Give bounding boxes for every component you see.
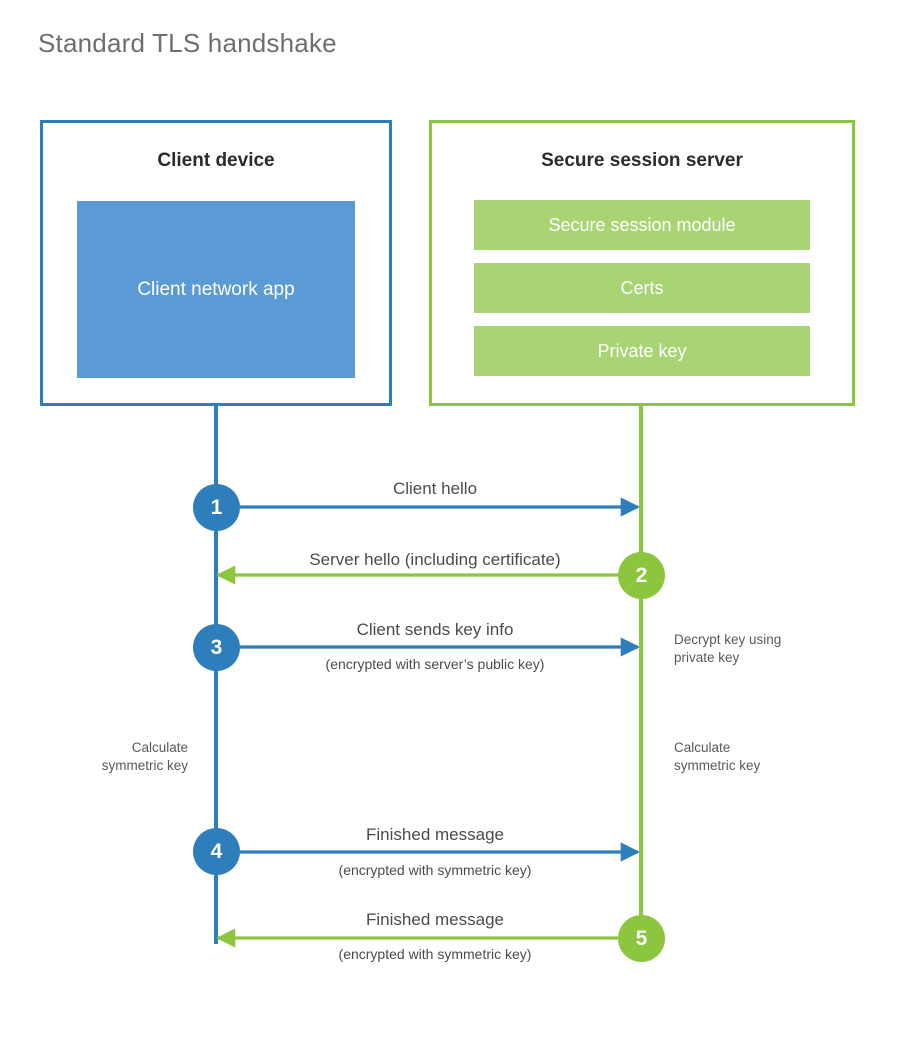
step-3-label: Client sends key info [356, 620, 514, 639]
client-device-box: Client device Client network app [40, 120, 392, 406]
step-2-label: Server hello (including certificate) [309, 550, 561, 569]
step-5-sublabel: (encrypted with symmetric key) [338, 946, 532, 962]
client-network-app-block: Client network app [77, 201, 355, 378]
note-server-calculate-symmetric-key: Calculate symmetric key [674, 740, 761, 773]
client-device-title: Client device [157, 150, 275, 171]
step-4-sublabel: (encrypted with symmetric key) [338, 862, 532, 878]
client-lifeline [214, 403, 218, 944]
step-5-label: Finished message [366, 910, 504, 929]
note-decrypt-key: Decrypt key using private key [674, 632, 782, 665]
secure-session-server-title: Secure session server [541, 150, 743, 171]
step-4-label: Finished message [366, 825, 504, 844]
page-title: Standard TLS handshake [38, 28, 337, 58]
step-marker-1[interactable]: 1 [193, 484, 240, 531]
step-1-label: Client hello [392, 479, 478, 498]
server-block-secure-session-module: Secure session module [474, 200, 810, 250]
server-block-private-key: Private key [474, 326, 810, 376]
server-lifeline [639, 403, 643, 939]
step-marker-5[interactable]: 5 [618, 915, 665, 962]
step-marker-4[interactable]: 4 [193, 828, 240, 875]
step-marker-2[interactable]: 2 [618, 552, 665, 599]
note-client-calculate-symmetric-key: Calculate symmetric key [101, 740, 188, 773]
step-marker-3[interactable]: 3 [193, 624, 240, 671]
server-block-certs: Certs [474, 263, 810, 313]
step-3-sublabel: (encrypted with server’s public key) [325, 656, 545, 672]
secure-session-server-box: Secure session server Secure session mod… [429, 120, 855, 406]
